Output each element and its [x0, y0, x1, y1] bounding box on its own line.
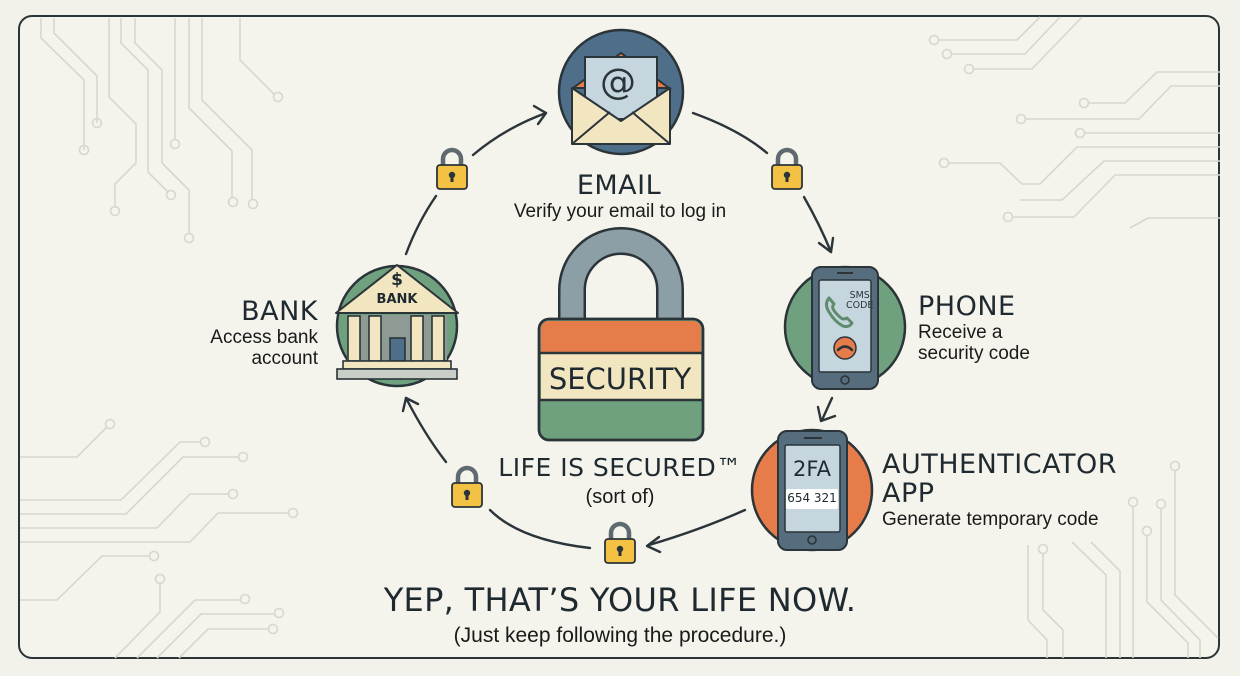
authenticator-title-line: APP — [882, 478, 935, 509]
email-description: Verify your email to log in — [513, 201, 727, 222]
2fa-screen-label: 2FA — [793, 457, 831, 481]
otp-code: 654 321 — [787, 491, 837, 505]
sms-line: SMS — [849, 290, 870, 301]
authenticator-title: AUTHENTICATOR APP — [882, 450, 1117, 508]
life-is-secured-title: LIFE IS SECURED™ — [498, 453, 742, 482]
footer-headline: YEP, THAT’S YOUR LIFE NOW. — [383, 581, 857, 619]
authenticator-title-line: AUTHENTICATOR — [882, 449, 1117, 480]
sms-code-label: SMS CODE — [846, 291, 873, 311]
phone-title: PHONE — [918, 291, 1016, 322]
sort-of-subtitle: (sort of) — [585, 486, 655, 508]
bank-currency-sign: $ — [391, 270, 403, 290]
bank-description: Access bank account — [210, 327, 318, 369]
phone-description: Receive a security code — [918, 322, 1030, 364]
code-line: CODE — [846, 300, 874, 311]
bank-sign-label: BANK — [376, 292, 418, 307]
phone-desc-line: Receive a — [918, 322, 1003, 343]
bank-title: BANK — [241, 296, 318, 327]
bank-desc-line: Access bank — [210, 327, 318, 348]
phone-desc-line: security code — [918, 343, 1030, 364]
at-sign-glyph: @ — [600, 62, 636, 103]
footer-subline: (Just keep following the procedure.) — [453, 624, 787, 647]
email-title: EMAIL — [576, 170, 662, 201]
authenticator-description: Generate temporary code — [882, 509, 1099, 530]
lock-security-label: SECURITY — [548, 362, 692, 396]
bank-desc-line: account — [251, 348, 318, 369]
